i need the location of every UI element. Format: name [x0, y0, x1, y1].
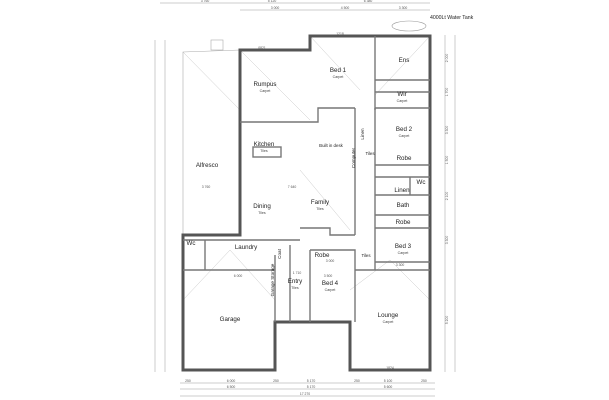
- dimension-label: 1218: [336, 32, 344, 36]
- room-label: Bed 4: [322, 280, 339, 287]
- dimension-label: 3 000: [271, 6, 280, 10]
- dimension-label: 250: [421, 379, 427, 383]
- dimension-label: 1 500: [445, 156, 449, 165]
- dimension-label: 5 600: [384, 385, 393, 389]
- room-label: Coat: [277, 248, 282, 258]
- room-material: Carpet: [383, 320, 394, 324]
- dimension-label: 1 700: [445, 88, 449, 97]
- dimension-label: 5 170: [307, 385, 316, 389]
- room-material: Carpet: [398, 251, 409, 255]
- room-label: Bed 2: [396, 126, 413, 133]
- dimension-label: 6 380: [364, 0, 373, 3]
- room-label: Family: [311, 199, 330, 206]
- room-material: Carpet: [325, 288, 336, 292]
- roof-lines: [182, 35, 431, 301]
- dimension-label: 1 710: [293, 271, 302, 275]
- room-label: Ens: [399, 57, 410, 64]
- dimension-label: 2 000: [445, 54, 449, 63]
- room-label: Linen: [394, 187, 410, 194]
- room-label: Garage Storage: [270, 263, 275, 296]
- dimension-label: 5 120: [268, 0, 277, 3]
- dimension-label: 6 500: [227, 385, 236, 389]
- external-walls: [181, 34, 432, 372]
- dimension-label: 3 300: [445, 236, 449, 245]
- dimension-label: 5 170: [307, 379, 316, 383]
- dimension-label: 250: [273, 379, 279, 383]
- dimension-label: 3 300: [445, 126, 449, 135]
- room-material: Tiles: [258, 211, 266, 215]
- dimension-label: 3 300: [396, 263, 405, 267]
- dimension-label: 5 100: [384, 379, 393, 383]
- room-label: Kitchen: [254, 141, 275, 148]
- room-material: Tiles: [291, 286, 299, 290]
- room-label: Wc: [187, 240, 196, 247]
- room-label: Lounge: [378, 312, 399, 319]
- dimension-label: 1824: [386, 366, 394, 370]
- dimension-label: 250: [185, 379, 191, 383]
- room-label: Linen: [360, 128, 365, 140]
- dimension-label: 3 000: [326, 259, 335, 263]
- dimension-label: 6 000: [234, 274, 243, 278]
- dimension-label: 17 270: [300, 392, 310, 396]
- room-material: Tiles: [260, 149, 268, 153]
- room-label: Alfresco: [196, 162, 219, 169]
- room-label: Wir: [397, 91, 406, 98]
- room-label: Rumpus: [253, 81, 276, 88]
- room-label: Robe: [396, 219, 411, 226]
- dimension-label: 5 200: [445, 316, 449, 325]
- room-material: Carpet: [397, 99, 408, 103]
- dimension-label: 2 100: [445, 192, 449, 201]
- room-material: Carpet: [399, 134, 410, 138]
- room-label: Robe: [315, 252, 330, 259]
- room-label: Bed 3: [395, 243, 412, 250]
- dimension-label: 250: [354, 379, 360, 383]
- water-tank-label: 4000Lt Water Tank: [430, 15, 474, 21]
- internal-walls: [183, 36, 430, 322]
- dimension-label: 3 760: [202, 185, 211, 189]
- dimension-label: 3 500: [324, 274, 333, 278]
- dimension-label: 3 760: [201, 0, 210, 3]
- room-label: Tiles: [361, 253, 371, 258]
- room-label: Computer: [351, 147, 356, 168]
- room-label: Bed 1: [330, 67, 347, 74]
- dimension-label: 1818: [325, 320, 333, 324]
- room-label: Tiles: [365, 151, 375, 156]
- dimension-label: 4 500: [341, 6, 350, 10]
- room-label: Dining: [253, 203, 271, 210]
- dimension-label: 7 640: [288, 185, 297, 189]
- room-material: Carpet: [260, 89, 271, 93]
- room-label: Robe: [397, 155, 412, 162]
- dimension-label: 3 300: [399, 6, 408, 10]
- room-label: Garage: [220, 316, 241, 323]
- dimension-lines: [154, 2, 456, 397]
- room-material: Carpet: [333, 75, 344, 79]
- room-label: Entry: [288, 278, 303, 285]
- dimension-label: 6 000: [227, 379, 236, 383]
- dimension-label: 0821: [258, 46, 266, 50]
- room-label: Built in desk: [319, 143, 343, 148]
- room-material: Tiles: [316, 207, 324, 211]
- water-tank: [391, 20, 427, 32]
- room-label: Laundry: [235, 244, 258, 251]
- room-label: Bath: [397, 202, 410, 209]
- room-label: Wc: [417, 179, 426, 186]
